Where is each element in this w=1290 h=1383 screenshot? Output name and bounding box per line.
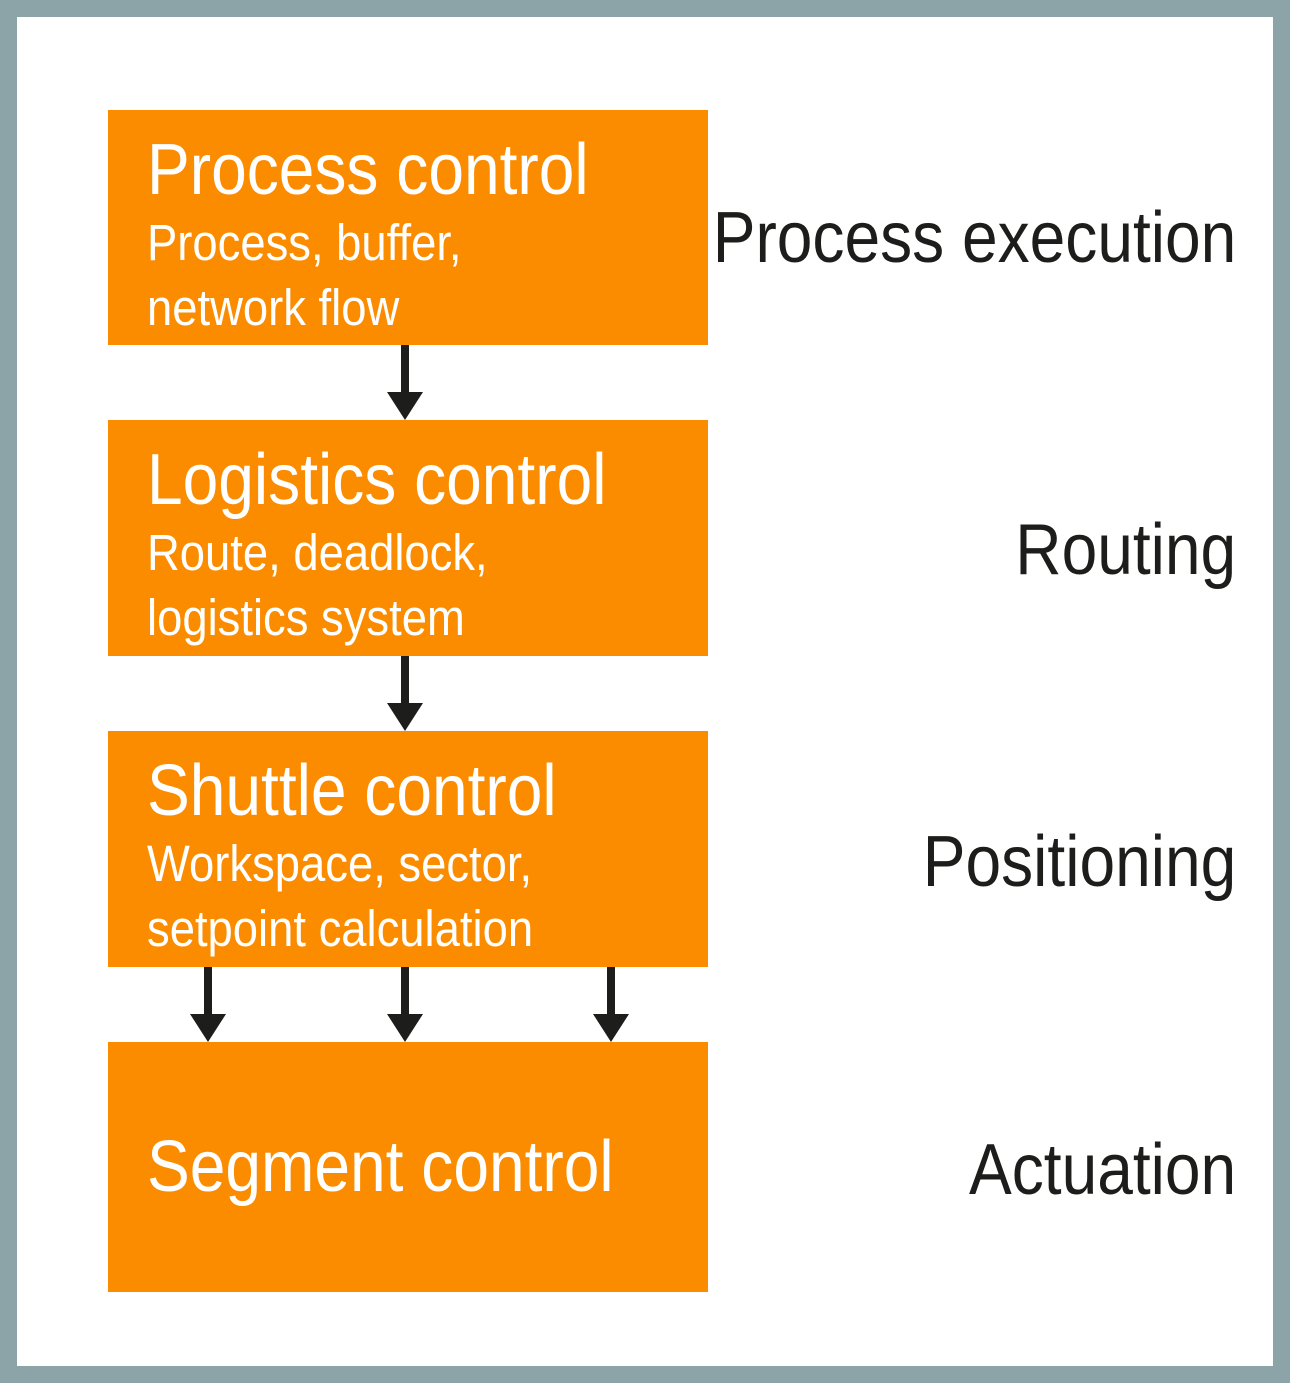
box-process-control: Process control Process, buffer, network… xyxy=(108,110,708,345)
label-process-execution: Process execution xyxy=(648,198,1236,278)
box-logistics-control: Logistics control Route, deadlock, logis… xyxy=(108,420,708,656)
box-subtitle-line: Process, buffer, xyxy=(147,210,708,275)
box-title-text: Logistics control xyxy=(147,440,607,520)
box-subtitle-text: network flow xyxy=(147,279,400,336)
box-subtitle-text: Process, buffer, xyxy=(147,214,462,271)
box-subtitle-line: network flow xyxy=(147,275,708,340)
box-title: Logistics control xyxy=(147,440,708,520)
label-text: Positioning xyxy=(922,822,1236,902)
box-subtitle-text: Workspace, sector, xyxy=(147,835,533,892)
box-title: Shuttle control xyxy=(147,751,708,831)
box-subtitle-text: setpoint calculation xyxy=(147,900,534,957)
arrow-down-icon xyxy=(387,967,423,1042)
arrow-stem xyxy=(401,656,409,703)
box-title-text: Process control xyxy=(147,130,589,210)
box-subtitle-line: logistics system xyxy=(147,585,708,650)
arrow-head xyxy=(387,703,423,731)
arrow-stem xyxy=(401,967,409,1014)
box-subtitle-text: Route, deadlock, xyxy=(147,524,488,581)
box-title: Segment control xyxy=(147,1127,671,1207)
label-text: Actuation xyxy=(968,1130,1236,1210)
label-positioning: Positioning xyxy=(884,822,1236,902)
box-title: Process control xyxy=(147,130,708,210)
box-title-text: Segment control xyxy=(147,1127,614,1207)
box-shuttle-control: Shuttle control Workspace, sector, setpo… xyxy=(108,731,708,967)
arrow-head xyxy=(387,1014,423,1042)
arrow-stem xyxy=(204,967,212,1014)
label-routing: Routing xyxy=(988,510,1236,590)
arrow-stem xyxy=(401,345,409,392)
arrow-down-icon xyxy=(593,967,629,1042)
arrow-down-icon xyxy=(190,967,226,1042)
box-subtitle-line: Route, deadlock, xyxy=(147,520,708,585)
arrow-down-icon xyxy=(387,345,423,420)
arrow-stem xyxy=(607,967,615,1014)
arrow-head xyxy=(387,392,423,420)
arrow-head xyxy=(190,1014,226,1042)
arrow-down-icon xyxy=(387,656,423,731)
box-subtitle-line: Workspace, sector, xyxy=(147,831,708,896)
label-text: Routing xyxy=(1015,510,1236,590)
label-actuation: Actuation xyxy=(936,1130,1236,1210)
box-segment-control: Segment control xyxy=(108,1042,708,1292)
label-text: Process execution xyxy=(712,198,1236,278)
box-subtitle-text: logistics system xyxy=(147,589,465,646)
box-title-text: Shuttle control xyxy=(147,751,557,831)
box-subtitle-line: setpoint calculation xyxy=(147,896,708,961)
arrow-head xyxy=(593,1014,629,1042)
